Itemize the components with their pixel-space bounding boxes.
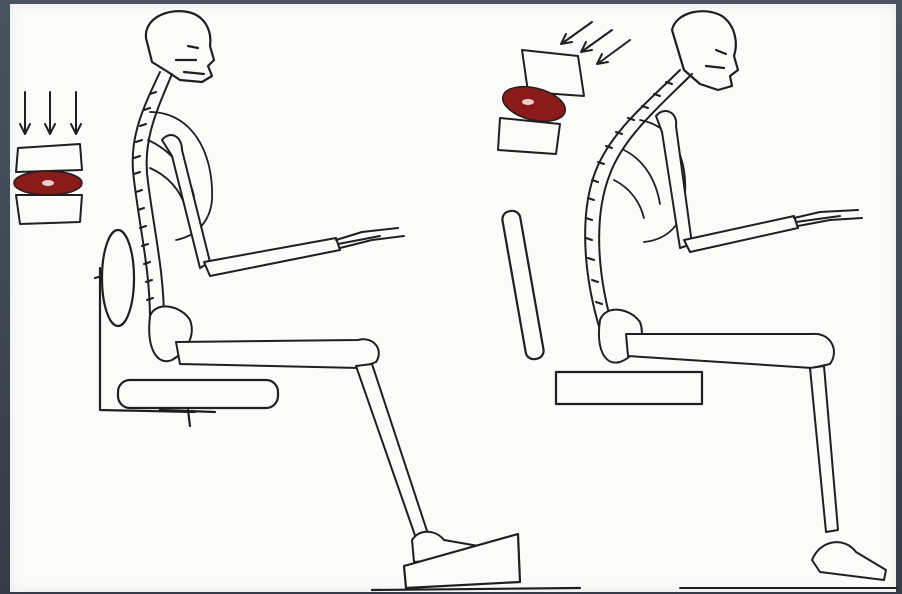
chair-backrest [102, 230, 134, 326]
upright-arm [162, 135, 404, 276]
upright-leg [149, 306, 490, 562]
slouched-shin [810, 366, 838, 532]
chair-seat-block [556, 372, 702, 404]
slouched-panel [498, 11, 896, 588]
upright-spine [133, 72, 172, 320]
disc-nucleus [42, 180, 54, 186]
pressure-arrows-vertical [20, 92, 81, 134]
slouched-vertebra-inset [498, 22, 630, 154]
chair-backrest-tilted [501, 210, 545, 361]
upright-panel [14, 11, 580, 590]
disc-nucleus-shifted [522, 99, 534, 105]
upper-vertebra [16, 144, 82, 172]
upright-footrest [372, 534, 580, 590]
lower-vertebra-tilted [498, 118, 560, 154]
slouched-skull [672, 11, 738, 90]
slouched-arm [656, 111, 862, 252]
slouched-foot [812, 542, 886, 580]
slouched-chair [501, 210, 702, 404]
upright-skull [146, 11, 214, 82]
upright-vertebra-inset [14, 92, 82, 224]
chair-seat [118, 380, 278, 408]
lower-vertebra [16, 195, 82, 224]
upright-shin [356, 364, 430, 544]
slouched-leg [599, 310, 896, 588]
